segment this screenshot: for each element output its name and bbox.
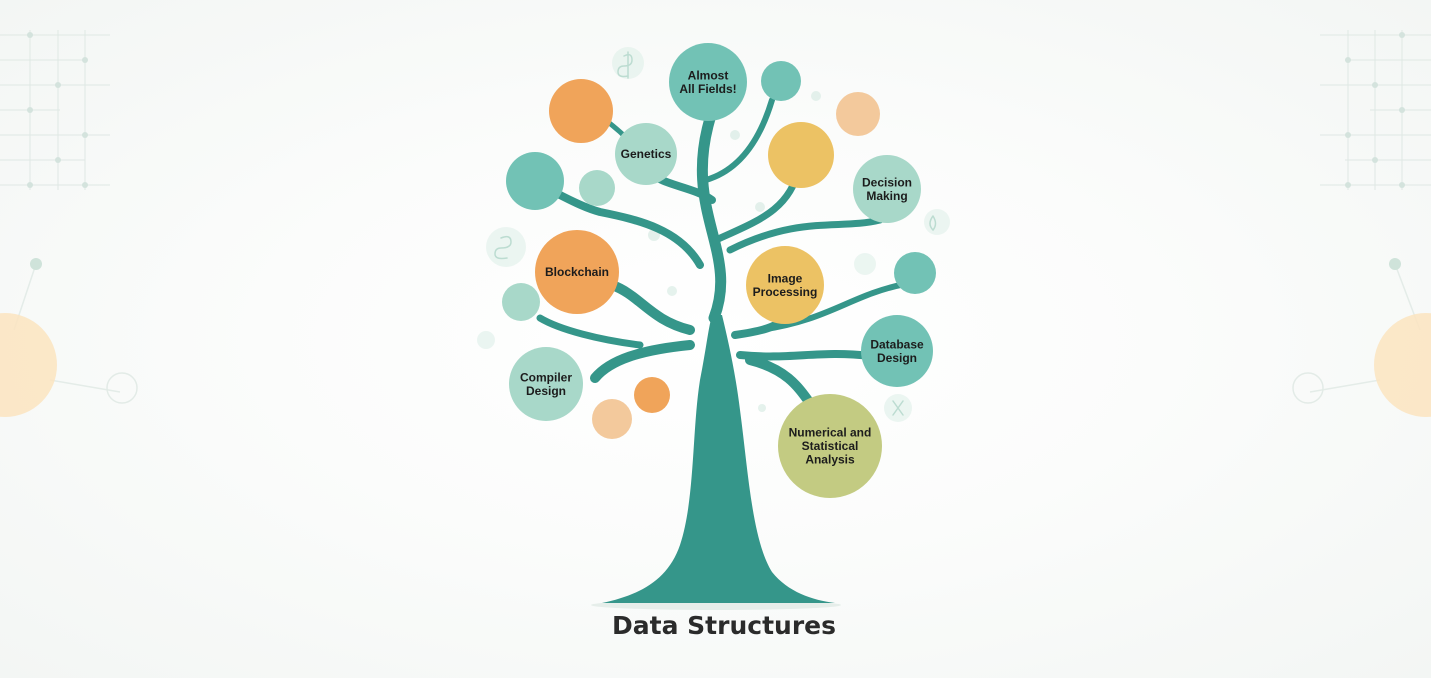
node-circle-blockchain: [535, 230, 619, 314]
leaf-circle-9: [634, 377, 670, 413]
multiply-symbol-icon: [892, 400, 904, 416]
circuit-decoration-left: [0, 30, 110, 190]
node-label-decision-making-line-1: Decision: [862, 175, 912, 189]
decorative-symbols: [494, 51, 937, 416]
circuit-decoration-right: [1320, 30, 1431, 190]
node-blockchain: Blockchain: [535, 230, 619, 314]
node-label-numerical-statistical-analysis-line-3: Analysis: [805, 453, 855, 467]
node-label-database-design-line-2: Design: [877, 351, 917, 365]
leaf-circle-4: [768, 122, 834, 188]
node-circle-numerical-statistical-analysis: [778, 394, 882, 498]
leaf-circle-3: [836, 92, 880, 136]
leaf-circle-7: [894, 252, 936, 294]
leaf-symbol-icon: [929, 215, 937, 232]
node-label-numerical-statistical-analysis-line-2: Statistical: [802, 439, 859, 453]
node-label-blockchain-line-1: Blockchain: [545, 265, 609, 279]
node-circle-almost-all-fields: [669, 43, 747, 121]
node-label-almost-all-fields-line-1: Almost: [688, 68, 729, 82]
node-label-image-processing-line-2: Processing: [753, 285, 818, 299]
leaf-circle-6: [579, 170, 615, 206]
node-label-compiler-design-line-2: Design: [526, 384, 566, 398]
node-label-database-design-line-1: Database: [870, 337, 924, 351]
node-label-image-processing-line-1: Image: [768, 271, 803, 285]
leaf-circle-2: [761, 61, 801, 101]
leaf-circles: [502, 61, 936, 439]
node-label-almost-all-fields-line-2: All Fields!: [679, 82, 736, 96]
node-circle-genetics: [615, 123, 677, 185]
leaf-circle-1: [549, 79, 613, 143]
node-label-compiler-design-line-1: Compiler: [520, 370, 572, 384]
dollar-symbol-icon: [617, 53, 633, 78]
dollar-symbol-icon-2: [494, 235, 512, 260]
node-circle-database-design: [861, 315, 933, 387]
node-circle-compiler-design: [509, 347, 583, 421]
leaf-circle-5: [506, 152, 564, 210]
node-genetics: Genetics: [615, 123, 677, 185]
leaf-circle-8: [502, 283, 540, 321]
leaf-circle-10: [592, 399, 632, 439]
node-label-numerical-statistical-analysis-line-1: Numerical and: [789, 426, 872, 440]
tree-trunk: [602, 315, 835, 603]
node-circle-decision-making: [853, 155, 921, 223]
node-label-decision-making-line-2: Making: [866, 189, 907, 203]
node-label-genetics-line-1: Genetics: [621, 147, 672, 161]
node-circle-image-processing: [746, 246, 824, 324]
side-orb-left: [0, 258, 138, 417]
diagram-title: Data Structures: [612, 611, 836, 640]
tree-branches: [536, 76, 908, 415]
side-orb-right: [1292, 258, 1431, 417]
